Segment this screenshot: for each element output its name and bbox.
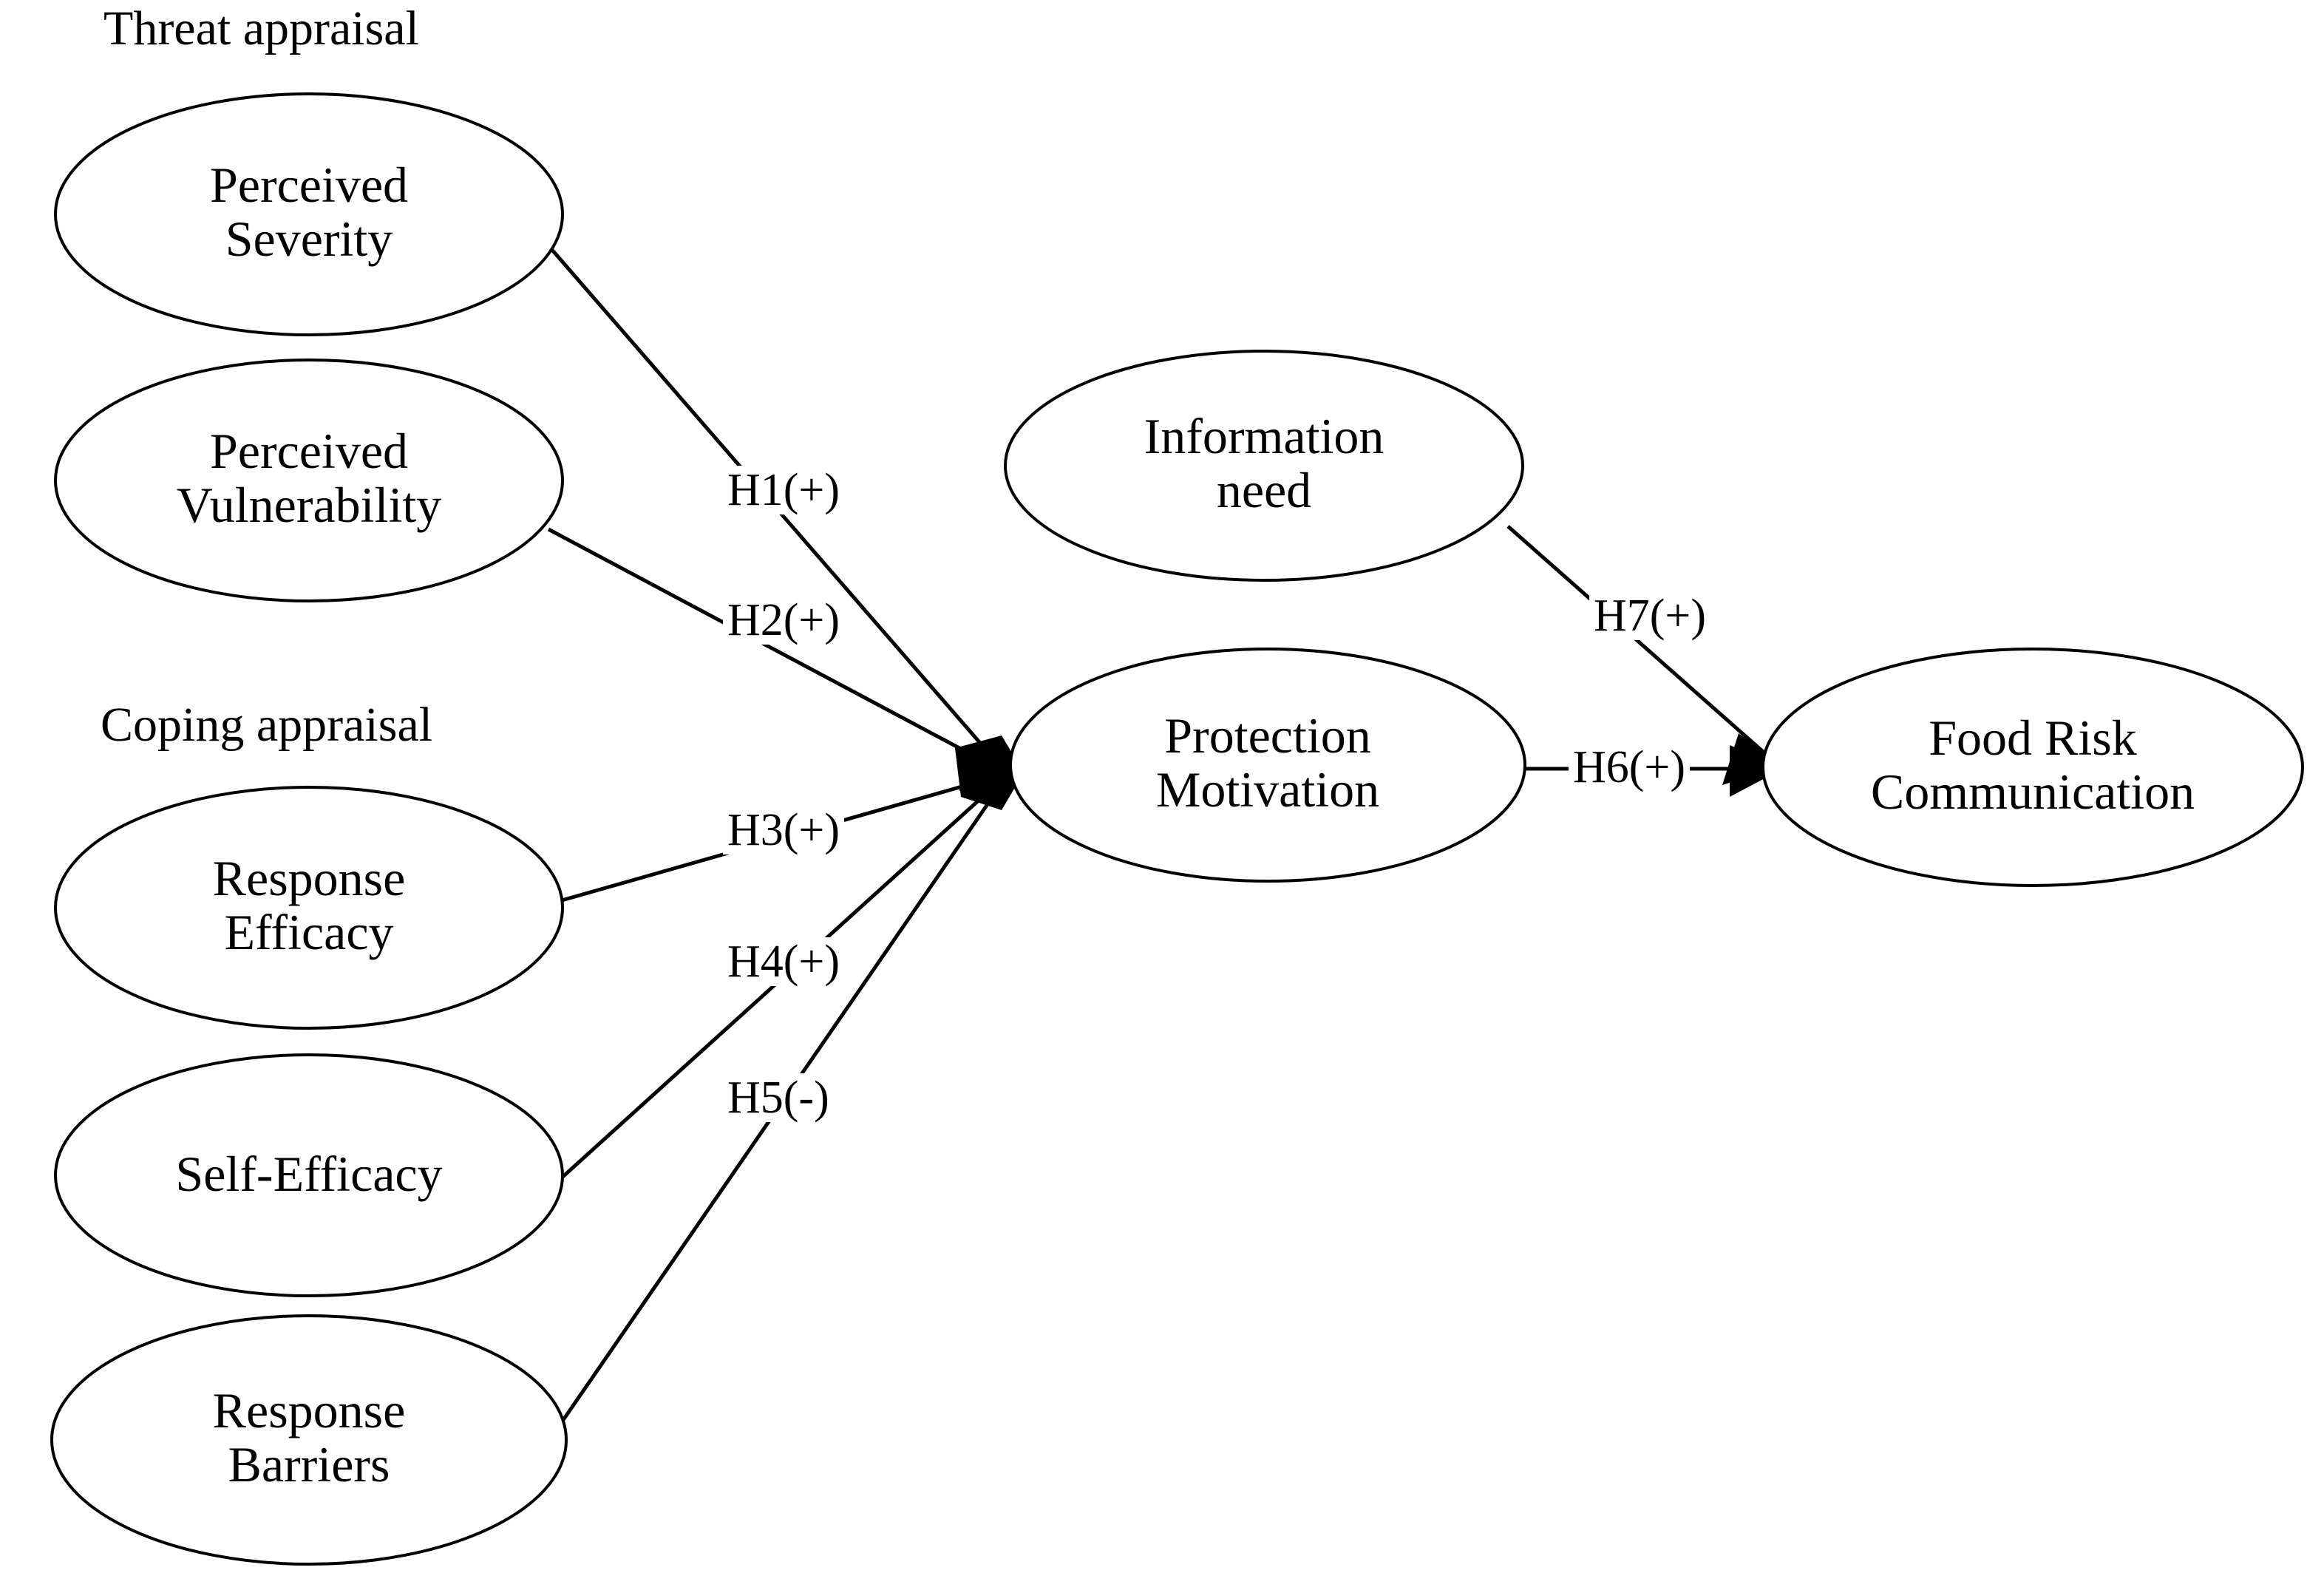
node-ellipse-food-risk-communication[interactable] (1761, 648, 2304, 887)
node-ellipse-self-efficacy[interactable] (54, 1053, 564, 1297)
group-label-threat-appraisal: Threat appraisal (103, 1, 419, 55)
edge-label-h6: H6(+) (1569, 743, 1691, 792)
node-shapes (50, 92, 2304, 1566)
edge-label-h5: H5(-) (723, 1073, 834, 1122)
arrow-heads (955, 733, 1783, 810)
edge-label-h1: H1(+) (723, 466, 845, 514)
node-ellipse-information-need[interactable] (1004, 350, 1524, 582)
edge-line-h2 (547, 527, 1005, 774)
node-ellipse-perceived-severity[interactable] (54, 92, 564, 336)
edge-line-h7 (1506, 525, 1776, 763)
edge-label-h7: H7(+) (1589, 591, 1711, 640)
node-ellipse-protection-motivation[interactable] (1009, 648, 1526, 883)
edge-label-h3: H3(+) (723, 806, 845, 855)
arrow-head-cluster-core (955, 735, 1024, 810)
edge-label-h4: H4(+) (723, 937, 845, 986)
group-label-coping-appraisal: Coping appraisal (101, 698, 433, 752)
node-ellipse-response-barriers[interactable] (50, 1314, 568, 1566)
node-ellipse-response-efficacy[interactable] (54, 786, 564, 1030)
node-ellipse-perceived-vulnerability[interactable] (54, 359, 564, 602)
edge-label-h2: H2(+) (723, 596, 845, 645)
arrow-head-h7 (1722, 733, 1783, 785)
